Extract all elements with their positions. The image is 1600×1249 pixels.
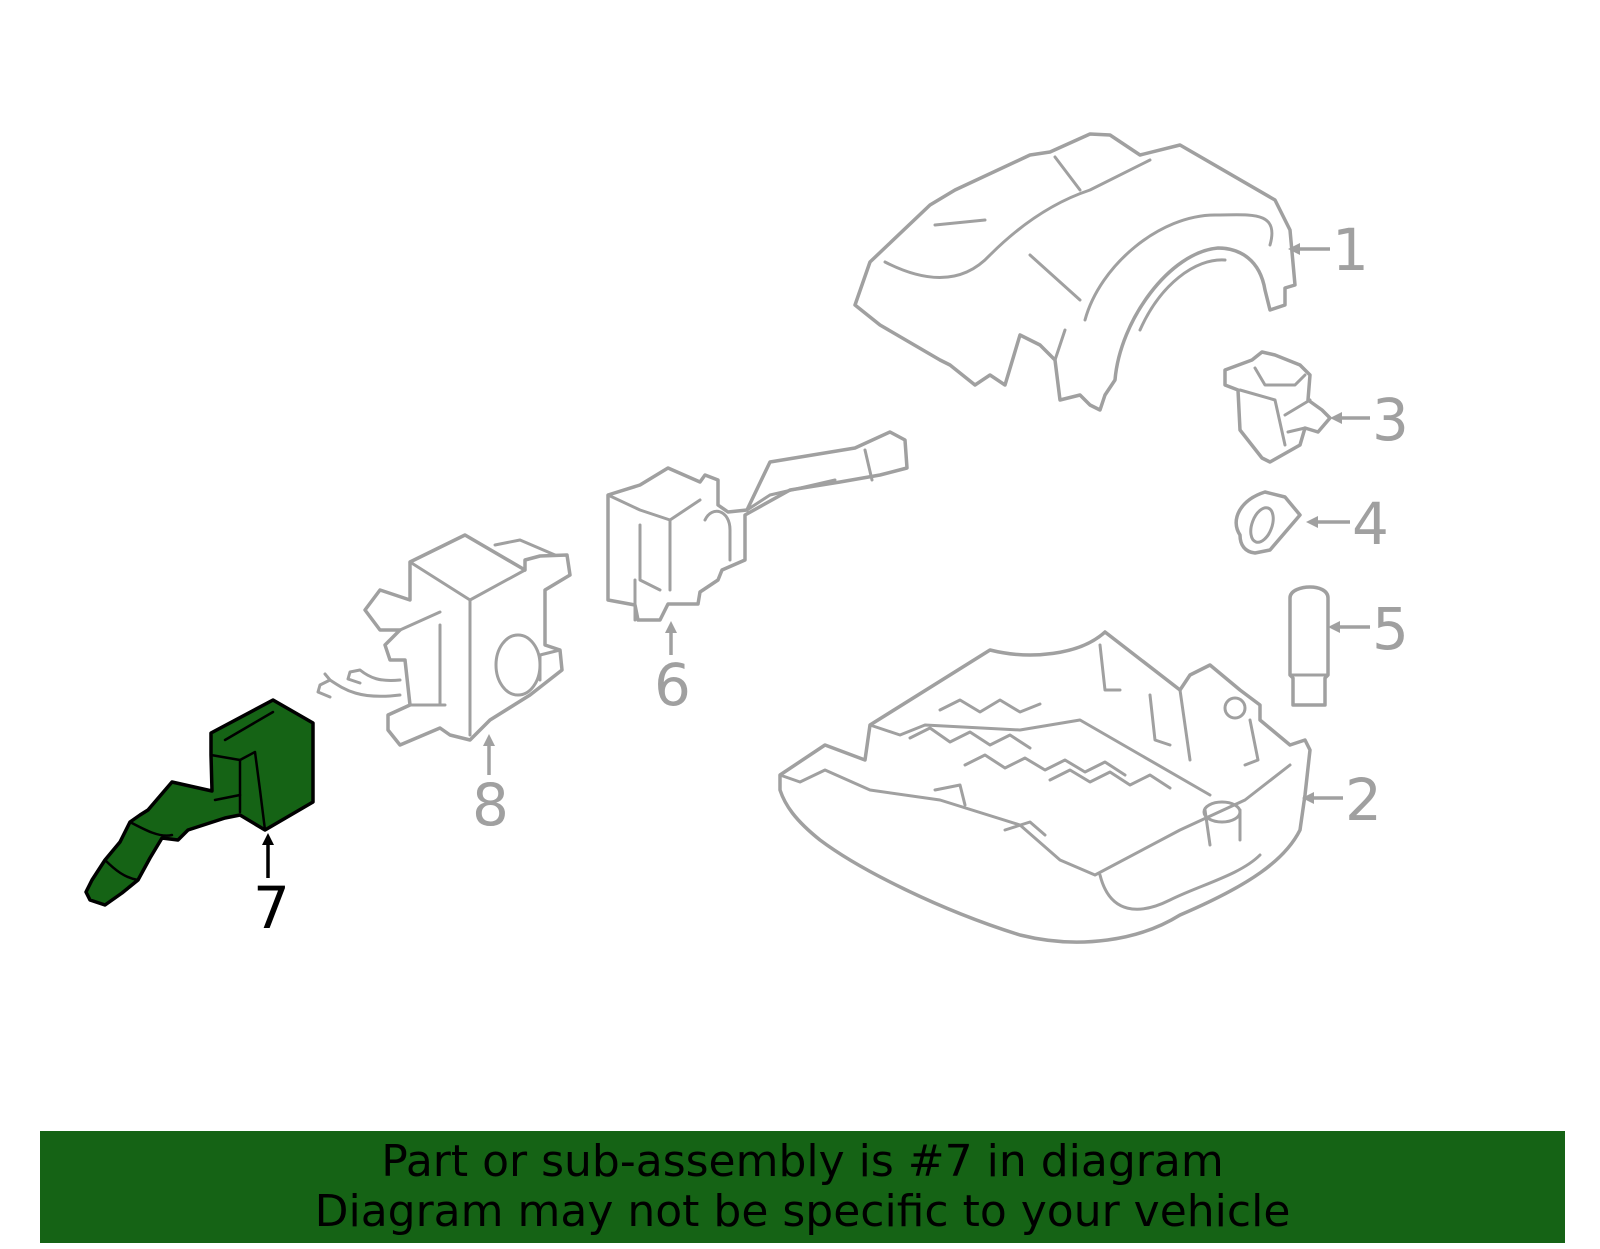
part-8-switch-body[interactable] [316, 533, 572, 747]
callout-3-label: 3 [1372, 386, 1409, 454]
callout-4-label: 4 [1352, 490, 1389, 558]
callout-2: 2 [1302, 766, 1382, 834]
banner-line-1: Part or sub-assembly is #7 in diagram [381, 1136, 1224, 1187]
part-6-wiper-switch[interactable] [606, 430, 909, 622]
part-5-pin[interactable] [1288, 585, 1330, 707]
part-4-ring[interactable] [1234, 490, 1302, 555]
part-1-upper-column-cover[interactable] [853, 132, 1297, 412]
callout-2-label: 2 [1345, 766, 1382, 834]
callout-7-label: 7 [253, 874, 290, 942]
callout-8-label: 8 [472, 771, 509, 839]
part-2-lower-column-cover[interactable] [778, 630, 1312, 944]
part-7-highlighted-switch[interactable] [84, 698, 315, 907]
callout-8: 8 [472, 734, 509, 839]
callout-5: 5 [1328, 595, 1409, 663]
callout-6-label: 6 [654, 651, 691, 719]
callout-1-label: 1 [1332, 216, 1369, 284]
callout-3: 3 [1330, 386, 1409, 454]
callout-5-label: 5 [1372, 595, 1409, 663]
callout-4: 4 [1306, 490, 1389, 558]
part-3-bracket[interactable] [1223, 350, 1332, 464]
callout-7: 7 [253, 833, 290, 942]
info-banner: Part or sub-assembly is #7 in diagram Di… [40, 1131, 1565, 1243]
callout-6: 6 [654, 621, 691, 719]
callout-1: 1 [1288, 216, 1369, 284]
banner-line-2: Diagram may not be specific to your vehi… [314, 1186, 1291, 1237]
